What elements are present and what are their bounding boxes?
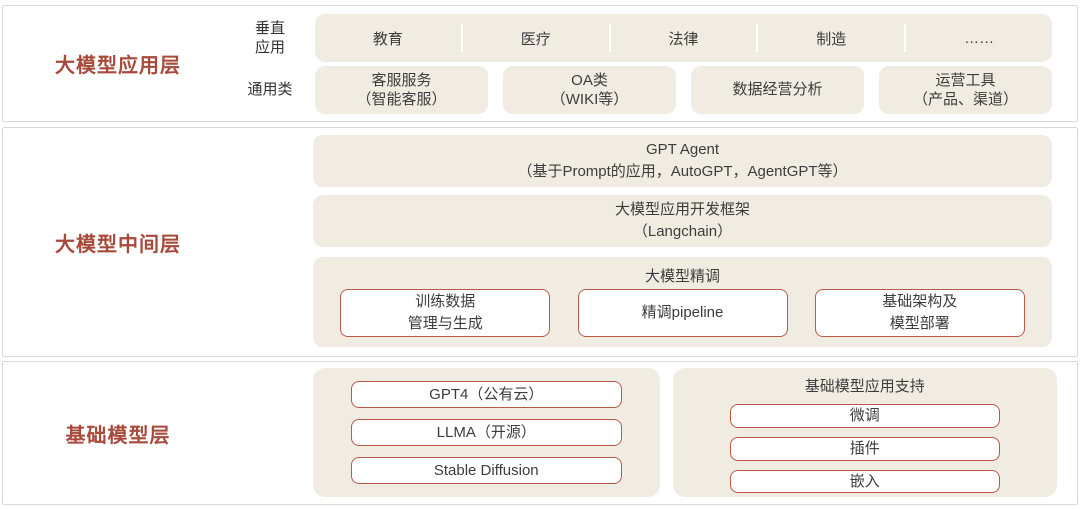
general-app-chip: 运营工具 （产品、渠道） (879, 66, 1052, 114)
model-support-item: 微调 (729, 404, 1000, 428)
gpt-agent-band: GPT Agent （基于Prompt的应用，AutoGPT，AgentGPT等… (313, 135, 1052, 187)
model-support-panel: 基础模型应用支持 微调 插件 嵌入 (672, 368, 1057, 497)
vertical-app-item: …… (964, 29, 995, 47)
vertical-app-item: 医疗 (520, 30, 551, 48)
strip-divider (608, 24, 611, 52)
model-support-item: 插件 (729, 436, 1000, 461)
foundation-model-item: GPT4（公有云） (351, 381, 622, 408)
model-support-title: 基础模型应用支持 (804, 378, 925, 395)
vertical-app-item: 法律 (668, 30, 699, 48)
middleware-bands: GPT Agent （基于Prompt的应用，AutoGPT，AgentGPT等… (233, 128, 1077, 356)
application-rows: 垂直 应用 教育 医疗 法律 制造 …… 通用类 客服服务 （智能客服） (233, 6, 1077, 121)
finetune-item: 训练数据 管理与生成 (340, 289, 551, 337)
general-app-chip: 客服服务 （智能客服） (315, 66, 488, 114)
foundation-models-panel: GPT4（公有云） LLMA（开源） Stable Diffusion (313, 368, 660, 497)
general-apps-chips: 客服服务 （智能客服） OA类 （WIKI等） 数据经营分析 运营工具 （产品、… (315, 66, 1052, 114)
strip-divider (460, 24, 463, 52)
general-apps-row: 通用类 客服服务 （智能客服） OA类 （WIKI等） 数据经营分析 运营工具 … (233, 66, 1052, 114)
finetune-item: 基础架构及 模型部署 (814, 289, 1025, 337)
strip-divider (904, 24, 907, 52)
layer-middleware: 大模型中间层 GPT Agent （基于Prompt的应用，AutoGPT，Ag… (2, 127, 1078, 357)
layer-title-application: 大模型应用层 (55, 55, 181, 77)
vertical-app-item: 制造 (816, 30, 847, 48)
layer-application: 大模型应用层 垂直 应用 教育 医疗 法律 制造 …… 通用类 (2, 5, 1078, 122)
general-app-chip: OA类 （WIKI等） (503, 66, 676, 114)
foundation-model-item: Stable Diffusion (351, 457, 622, 484)
general-app-chip: 数据经营分析 (691, 66, 864, 114)
vertical-apps-label: 垂直 应用 (254, 19, 285, 57)
finetune-items: 训练数据 管理与生成 精调pipeline 基础架构及 模型部署 (313, 288, 1052, 338)
layer-foundation: 基础模型层 GPT4（公有云） LLMA（开源） Stable Diffusio… (2, 361, 1078, 505)
foundation-model-item: LLMA（开源） (351, 419, 622, 446)
strip-divider (756, 24, 759, 52)
vertical-apps-row: 垂直 应用 教育 医疗 法律 制造 …… (233, 14, 1052, 62)
finetune-group-title: 大模型精调 (644, 268, 720, 285)
vertical-apps-strip: 教育 医疗 法律 制造 …… (315, 14, 1052, 62)
vertical-app-item: 教育 (372, 30, 403, 48)
foundation-panels: GPT4（公有云） LLMA（开源） Stable Diffusion 基础模型… (233, 362, 1077, 504)
finetune-item: 精调pipeline (577, 289, 788, 337)
finetune-group: 大模型精调 训练数据 管理与生成 精调pipeline 基础架构及 模型部署 (313, 257, 1052, 347)
dev-framework-band: 大模型应用开发框架 （Langchain） (313, 195, 1052, 247)
general-apps-label: 通用类 (247, 81, 293, 99)
model-support-item: 嵌入 (729, 469, 1000, 494)
layer-title-foundation: 基础模型层 (65, 424, 171, 447)
layer-title-middleware: 大模型中间层 (55, 233, 181, 256)
